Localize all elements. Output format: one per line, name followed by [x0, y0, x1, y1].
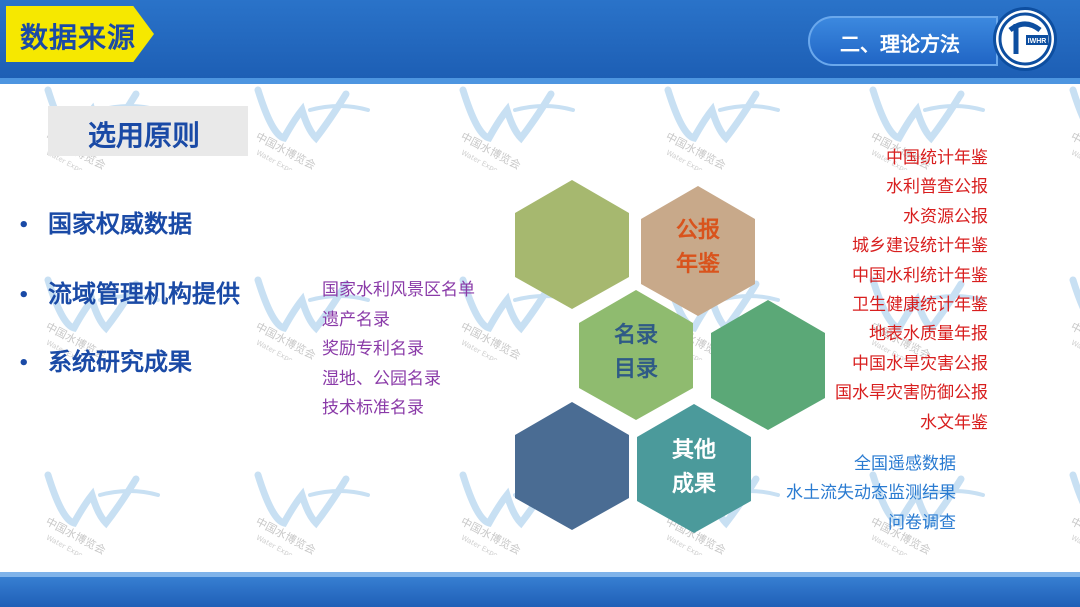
- list-item: 国水旱灾害防御公报: [835, 383, 988, 404]
- list-item: 水利普查公报: [886, 177, 988, 198]
- list-item: 中国水利统计年鉴: [852, 265, 988, 286]
- svg-text:Water Expo China: Water Expo China: [45, 534, 104, 555]
- hex-label-line: 目录: [613, 357, 658, 382]
- list-item: 地表水质量年报: [869, 324, 988, 345]
- svg-text:中国水博览会: 中国水博览会: [1068, 129, 1080, 170]
- hexagon-label-annual-reports: 公报 年鉴: [658, 214, 738, 282]
- iwhr-logo-icon: IWHR: [996, 10, 1054, 68]
- svg-text:中国水博览会: 中国水博览会: [253, 319, 318, 360]
- list-item: 中国统计年鉴: [886, 148, 988, 168]
- slide-title-tag: 数据来源: [6, 6, 154, 62]
- svg-text:Water Expo China: Water Expo China: [1070, 339, 1080, 360]
- svg-text:中国水博览会: 中国水博览会: [1068, 319, 1080, 360]
- list-item: 奖励专利名录: [322, 339, 424, 359]
- bullet-text: 流域管理机构提供: [48, 280, 240, 308]
- bullet-dot: •: [18, 352, 30, 374]
- svg-text:中国水博览会: 中国水博览会: [43, 514, 108, 555]
- hexagon-navy: [515, 402, 629, 530]
- subheading: 选用原则: [88, 119, 201, 152]
- bullet-dot: •: [18, 284, 30, 306]
- hex-label-line: 年鉴: [675, 252, 720, 277]
- annual-report-list: 中国统计年鉴 水利普查公报 水资源公报 城乡建设统计年鉴 中国水利统计年鉴 卫生…: [835, 144, 988, 438]
- svg-text:中国水博览会: 中国水博览会: [663, 514, 728, 555]
- slide-title: 数据来源: [20, 21, 137, 54]
- bullet-text: 国家权威数据: [48, 210, 192, 238]
- svg-text:中国水博览会: 中国水博览会: [253, 514, 318, 555]
- svg-text:Water Expo China: Water Expo China: [665, 149, 724, 170]
- hexagon-olive: [515, 180, 629, 309]
- footer-bar: [0, 572, 1080, 607]
- bullet-text: 系统研究成果: [48, 348, 192, 376]
- hexagon-label-other-results: 其他 成果: [654, 434, 734, 502]
- svg-text:Water Expo China: Water Expo China: [1070, 149, 1080, 170]
- list-item: 卫生健康统计年鉴: [852, 295, 988, 316]
- svg-text:中国水博览会: 中国水博览会: [253, 129, 318, 170]
- hexagon-label-directories: 名录 目录: [596, 319, 676, 387]
- svg-text:Water Expo China: Water Expo China: [255, 149, 314, 170]
- svg-text:Water Expo China: Water Expo China: [460, 534, 519, 555]
- svg-text:Water Expo China: Water Expo China: [1070, 534, 1080, 555]
- other-results-list: 全国遥感数据 水土流失动态监测结果 问卷调查: [786, 450, 956, 538]
- svg-text:中国水博览会: 中国水博览会: [1068, 514, 1080, 555]
- list-item: 城乡建设统计年鉴: [852, 236, 988, 257]
- svg-text:中国水博览会: 中国水博览会: [458, 129, 523, 170]
- hex-label-line: 名录: [613, 323, 658, 348]
- section-label: 二、理论方法: [840, 32, 960, 56]
- list-item: 全国遥感数据: [854, 454, 956, 474]
- bullet-item: • 国家权威数据: [18, 204, 192, 239]
- bullet-item: • 系统研究成果: [18, 342, 192, 377]
- list-item: 问卷调查: [888, 512, 956, 533]
- subheading-box: 选用原则: [48, 106, 248, 156]
- svg-text:中国水博览会: 中国水博览会: [458, 514, 523, 555]
- list-item: 技术标准名录: [322, 398, 424, 418]
- hex-label-line: 其他: [671, 438, 716, 463]
- directory-list: 国家水利风景区名单 遗产名录 奖励专利名录 湿地、公园名录 技术标准名录: [322, 276, 475, 424]
- list-item: 水文年鉴: [920, 412, 988, 433]
- hexagon-green: [711, 300, 825, 430]
- list-item: 水土流失动态监测结果: [786, 483, 956, 504]
- list-item: 中国水旱灾害公报: [852, 353, 988, 374]
- bullet-dot: •: [18, 214, 30, 236]
- list-item: 水资源公报: [903, 206, 988, 227]
- section-indicator: 二、理论方法: [808, 16, 998, 66]
- svg-text:Water Expo China: Water Expo China: [255, 534, 314, 555]
- list-item: 湿地、公园名录: [322, 368, 441, 389]
- svg-text:Water Expo China: Water Expo China: [460, 149, 519, 170]
- bullet-item: • 流域管理机构提供: [18, 274, 240, 309]
- svg-text:Water Expo China: Water Expo China: [255, 339, 314, 360]
- svg-text:Water Expo China: Water Expo China: [665, 534, 724, 555]
- svg-text:中国水博览会: 中国水博览会: [663, 129, 728, 170]
- logo-text: IWHR: [1028, 38, 1047, 45]
- list-item: 国家水利风景区名单: [322, 280, 475, 300]
- list-item: 遗产名录: [322, 309, 390, 330]
- hex-label-line: 公报: [675, 218, 720, 243]
- hex-label-line: 成果: [671, 472, 716, 497]
